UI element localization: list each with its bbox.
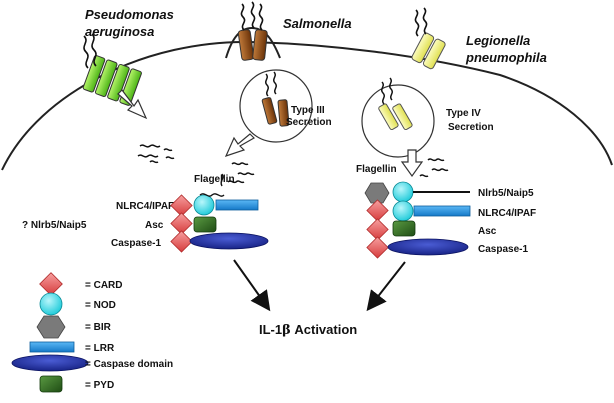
right-inflammasome [364,181,471,259]
legend-caspase-swatch [11,354,89,372]
pyd-domain [193,216,217,233]
legionella-label-1: Legionella [466,33,530,48]
pyd-domain [392,220,416,237]
legend-lrr-label: = LRR [85,343,115,354]
legend-pyd-label: = PYD [85,380,114,391]
legend-card-swatch [39,272,63,296]
caspase-domain [189,232,269,250]
type3-vacuole [239,69,313,143]
lrr-domain [413,205,471,217]
card-domain [366,199,389,222]
type3-secretion-label-2: Secretion [286,117,332,128]
card-domain [366,236,389,259]
asc-label-left: Asc [145,220,164,231]
legend-bir-label: = BIR [85,322,112,333]
legionella-label-2: pneumophila [465,50,547,65]
nod-domain [392,181,414,203]
type4-secretion-label-2: Secretion [448,122,494,133]
type4-arrow [400,149,424,178]
nlrc4-label-left: NLRC4/IPAF [116,201,174,212]
legend: = CARD = NOD = BIR = LRR = Caspase domai… [11,272,173,393]
pseudomonas-arrow [117,89,148,120]
legionella-bacterium [411,7,446,70]
salmonella-label: Salmonella [283,16,352,31]
nlrc4-label-right: NLRC4/IPAF [478,208,536,219]
pseudomonas-label-2: aeruginosa [85,24,154,39]
naip5-label-right: Nlrb5/Naip5 [478,188,534,199]
flagellin-fragments-left [137,144,255,184]
left-inflammasome [170,173,269,253]
legend-pyd-swatch [39,375,63,393]
caspase1-label-left: Caspase-1 [111,238,161,249]
nod-domain [392,200,414,222]
type3-arrow [224,133,255,157]
bir-domain [364,182,390,204]
salmonella-bacterium [225,1,281,61]
legend-caspase-label: = Caspase domain [85,359,173,370]
card-domain [366,218,389,241]
legend-bir-swatch [36,315,66,339]
flagellin-fragments-right [419,158,449,178]
card-domain [170,230,193,253]
type4-vacuole [361,77,435,158]
card-domain [170,212,193,235]
pseudomonas-bacterium [82,33,142,106]
type3-secretion-label-1: Type III [291,105,325,116]
caspase-domain [387,238,469,256]
naip5-question-label: ? Nlrb5/Naip5 [22,220,87,231]
card-domain [170,194,193,217]
flagellin-label-left: Flagellin [194,174,235,185]
legend-nod-swatch [39,292,63,316]
activation-arrow-right [366,261,406,312]
legend-lrr-swatch [29,341,75,353]
nod-domain [193,194,215,216]
caspase1-label-right: Caspase-1 [478,244,528,255]
il1b-activation-label: IL-1β Activation [259,322,357,338]
asc-label-right: Asc [478,226,497,237]
lrr-domain [215,199,259,211]
legend-nod-label: = NOD [85,300,116,311]
activation-arrow-left [233,259,271,312]
pseudomonas-label-1: Pseudomonas [85,7,174,22]
flagellin-label-right: Flagellin [356,164,397,175]
legend-card-label: = CARD [85,280,123,291]
type4-secretion-label-1: Type IV [446,108,481,119]
